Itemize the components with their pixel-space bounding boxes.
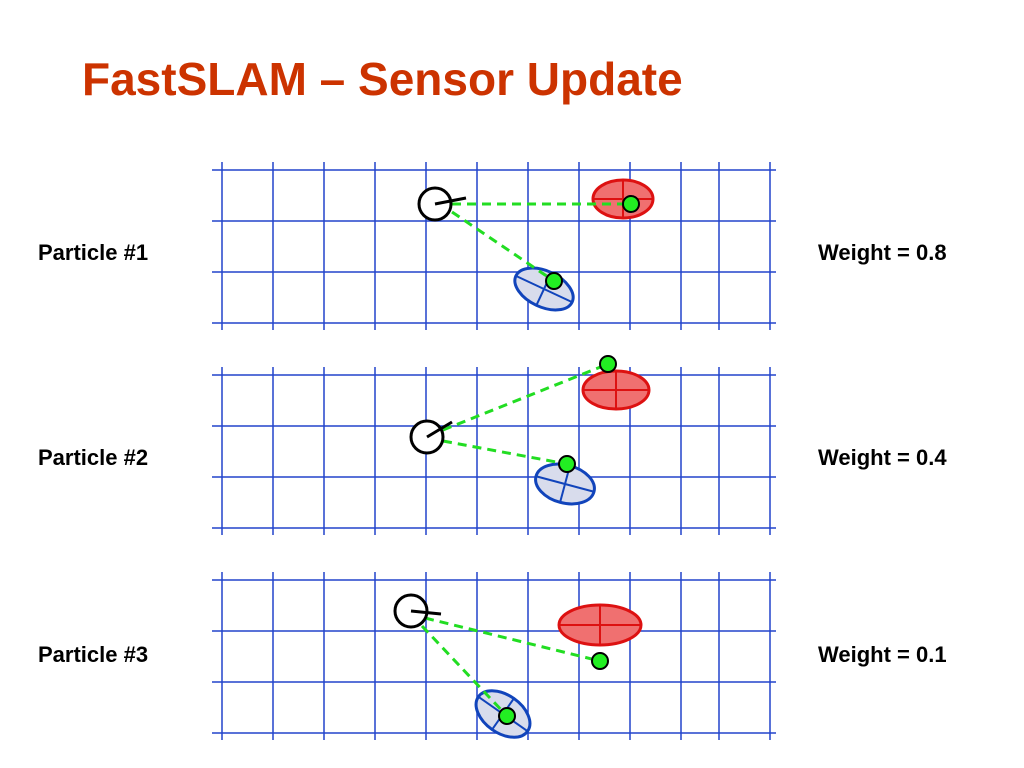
measurement-point xyxy=(622,195,640,213)
particle-2-label: Particle #2 xyxy=(38,445,149,470)
slide-title: FastSLAM – Sensor Update xyxy=(82,53,683,105)
particle-3-panel xyxy=(212,572,776,740)
robot-pose-icon xyxy=(409,419,453,455)
particle-1-grid xyxy=(212,162,776,330)
measurement-point xyxy=(498,707,516,725)
particle-2-weight: Weight = 0.4 xyxy=(818,445,947,470)
particle-2-panel xyxy=(212,355,776,535)
particle-3-label: Particle #3 xyxy=(38,642,149,667)
particle-1-weight: Weight = 0.8 xyxy=(818,240,947,265)
measurement-lines xyxy=(420,616,601,718)
measurement-point xyxy=(599,355,617,373)
landmark-red-ellipse xyxy=(557,603,643,647)
measurement-lines xyxy=(442,362,609,466)
landmark-red-ellipse xyxy=(581,369,651,411)
particle-3-weight: Weight = 0.1 xyxy=(818,642,947,667)
measurement-point xyxy=(558,455,576,473)
particle-3-grid xyxy=(212,572,776,740)
measurement-point xyxy=(591,652,609,670)
measurement-lines xyxy=(451,202,631,283)
robot-pose-icon xyxy=(393,593,442,629)
measurement-point xyxy=(545,272,563,290)
particle-1-panel xyxy=(212,162,776,330)
robot-pose-icon xyxy=(417,186,467,222)
landmark-red-ellipse xyxy=(591,178,655,220)
landmark-blue-ellipse xyxy=(513,266,575,312)
particle-1-label: Particle #1 xyxy=(38,240,149,265)
